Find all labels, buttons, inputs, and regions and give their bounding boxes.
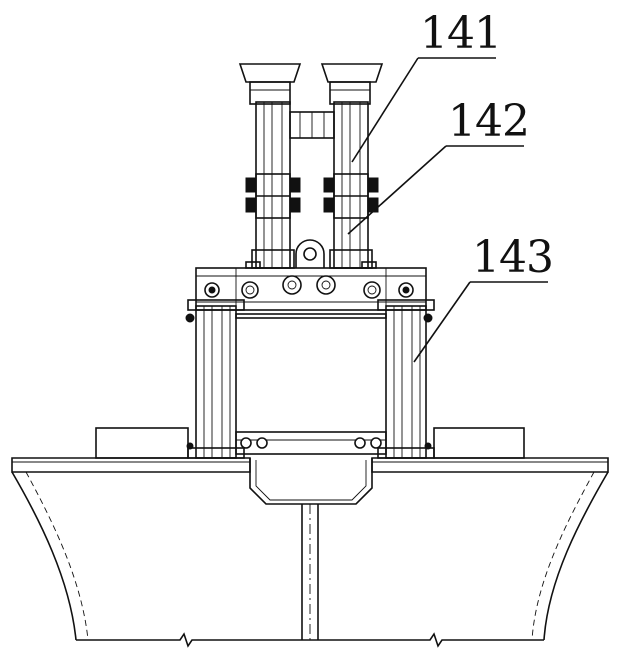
base-hull bbox=[11, 427, 609, 648]
reference-label-143: 143 bbox=[472, 232, 554, 283]
reference-label-141: 141 bbox=[420, 8, 502, 59]
lower-support-frame bbox=[185, 299, 435, 459]
leader-lines bbox=[347, 57, 548, 363]
crossbeam-block bbox=[195, 239, 427, 311]
upper-columns bbox=[238, 63, 384, 269]
reference-label-142: 142 bbox=[448, 96, 530, 147]
